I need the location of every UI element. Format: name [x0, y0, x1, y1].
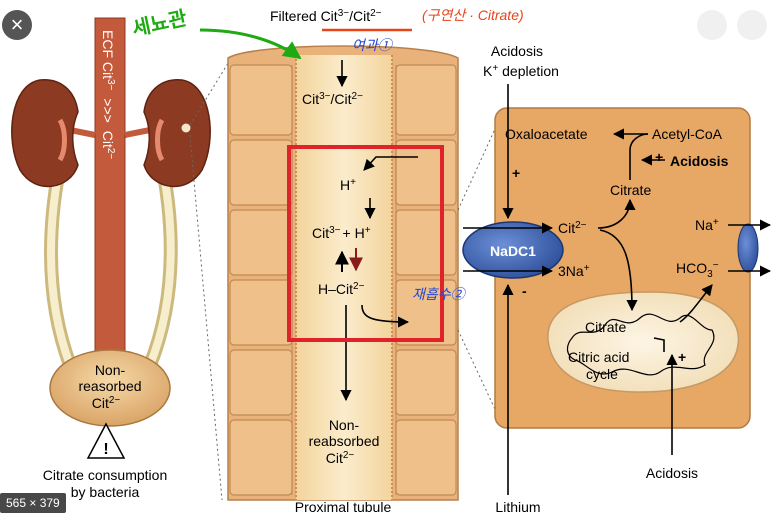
minus-sign: -	[522, 283, 527, 299]
non-reabsorbed-line-1: Non-	[329, 417, 360, 433]
acetyl-coa: Acetyl-CoA	[652, 126, 723, 142]
plus-sign-acidosis: +	[655, 149, 663, 165]
consumption-line-2: by bacteria	[71, 484, 140, 500]
bladder-line-1: Non-	[95, 362, 126, 378]
warning-icon: !	[86, 422, 126, 459]
h-citrate: H–Cit2−	[318, 281, 365, 297]
left-kidney	[11, 79, 79, 187]
ecf-label: ECF Cit3− >>> Cit2−	[100, 30, 121, 159]
plus-sign-mito: +	[678, 349, 686, 365]
plus-sign-top: +	[512, 165, 520, 181]
non-reabsorbed-line-3: Cit2−	[326, 450, 355, 466]
consumption-line-1: Citrate consumption	[43, 467, 168, 483]
tubule-lumen	[296, 55, 392, 500]
acidosis-top-1: Acidosis	[491, 43, 543, 59]
close-icon[interactable]: ×	[2, 10, 32, 40]
bladder-line-3: Cit2−	[92, 395, 121, 411]
lithium: Lithium	[495, 499, 540, 515]
ecf-vessel	[94, 17, 126, 374]
cycle-line-1: Citric acid	[568, 349, 629, 365]
filtration-annotation: 여과①	[352, 37, 394, 53]
acidosis-bold: Acidosis	[670, 153, 729, 169]
right-kidney	[143, 79, 211, 187]
lumen-citrate: Cit3−/Cit2−	[302, 91, 363, 107]
cit3-h-plus: Cit3−+ H+	[312, 225, 371, 241]
more-options-button[interactable]	[737, 10, 767, 40]
h-plus: H+	[340, 177, 356, 193]
zoom-guide-left	[189, 59, 231, 501]
kidney-system: ECF Cit3− >>> Cit2− Non- reasorbed Cit2−…	[11, 17, 211, 500]
sodium-plus: Na+	[695, 217, 719, 233]
mito-citrate: Citrate	[585, 319, 626, 335]
reabsorption-annotation: 재흡수②	[412, 286, 467, 302]
filtered-citrate-title: Filtered Cit3−/Cit2−	[270, 8, 382, 24]
sodium-bicarbonate-transporter	[737, 223, 759, 273]
nadc1-label: NaDC1	[490, 243, 536, 259]
tubular-cell: NaDC1 Acidosis K+ depletion + Oxaloaceta…	[462, 43, 772, 515]
citrate-upper: Citrate	[610, 182, 651, 198]
image-dimensions-badge: 565 × 379	[0, 493, 66, 513]
cycle-line-2: cycle	[586, 366, 618, 382]
non-reabsorbed-line-2: reabsorbed	[309, 433, 380, 449]
citrate-2-minus: Cit2−	[558, 220, 587, 236]
previous-image-button[interactable]	[697, 10, 727, 40]
red-highlight-box	[287, 145, 444, 342]
acidosis-top-2: K+ depletion	[483, 63, 559, 79]
nadc1-transporter	[462, 221, 564, 279]
proximal-tubule-label: Proximal tubule	[295, 499, 392, 515]
zoom-guide-right	[457, 117, 501, 421]
three-sodium: 3Na+	[558, 263, 590, 279]
bicarbonate: HCO3−	[676, 260, 719, 280]
mitochondrion	[547, 291, 740, 393]
proximal-tubule: Cit3−/Cit2− H+ Cit3−+ H+ H–Cit2− Non- re…	[227, 45, 459, 515]
green-arrow	[199, 28, 302, 60]
korean-citrate-note: (구연산 · Citrate)	[422, 7, 524, 23]
svg-text:!: !	[103, 441, 108, 458]
bladder-line-2: reasorbed	[78, 378, 141, 394]
bladder	[49, 349, 171, 427]
tubule-annotation: 세뇨관	[130, 6, 189, 40]
oxaloacetate: Oxaloacetate	[505, 126, 588, 142]
acidosis-bottom: Acidosis	[646, 465, 698, 481]
